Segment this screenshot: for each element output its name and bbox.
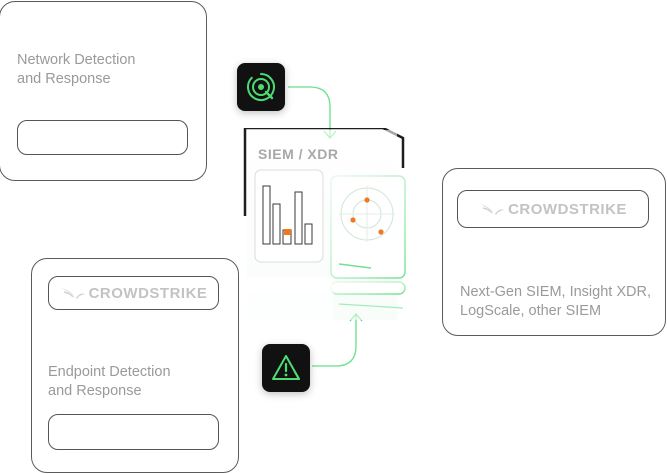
edr-brand-pill: CROWDSTRIKE xyxy=(48,276,219,310)
ndr-to-siem-connector xyxy=(288,86,331,138)
siem-brand-text: CROWDSTRIKE xyxy=(508,200,627,218)
chart-bar xyxy=(294,191,303,245)
chart-bar xyxy=(262,185,271,245)
edr-brand-text: CROWDSTRIKE xyxy=(88,284,208,302)
edr-input-field[interactable] xyxy=(48,414,219,450)
crowdstrike-logo: CROWDSTRIKE xyxy=(479,201,627,218)
siem-card-label: Next-Gen SIEM, Insight XDR, LogScale, ot… xyxy=(460,284,651,319)
siem-xdr-title: SIEM / XDR xyxy=(258,146,339,162)
ndr-input-field[interactable] xyxy=(17,120,188,155)
status-bar xyxy=(330,281,406,295)
siem-brand-pill: CROWDSTRIKE xyxy=(457,190,649,228)
warning-triangle-icon xyxy=(272,355,300,380)
ndr-icon-tile xyxy=(237,63,285,111)
radar-search-icon xyxy=(247,73,275,101)
falcon-icon xyxy=(480,204,505,215)
radar-blip xyxy=(364,197,370,203)
chart-bar xyxy=(272,203,281,245)
edr-icon-tile xyxy=(262,344,310,392)
radar-module xyxy=(330,175,406,279)
radar-blip xyxy=(350,217,356,223)
chart-bar xyxy=(304,223,313,245)
chart-bar-highlight xyxy=(284,229,291,235)
crowdstrike-logo: CROWDSTRIKE xyxy=(60,285,208,302)
edr-card-label: Endpoint Detection and Response xyxy=(48,364,171,399)
radar-blip xyxy=(378,229,384,235)
edr-to-siem-connector xyxy=(312,314,357,367)
ndr-card-label: Network Detection and Response xyxy=(17,52,136,87)
siem-xdr-panel xyxy=(243,128,406,328)
panel-frame xyxy=(243,128,405,216)
falcon-icon xyxy=(60,288,85,299)
